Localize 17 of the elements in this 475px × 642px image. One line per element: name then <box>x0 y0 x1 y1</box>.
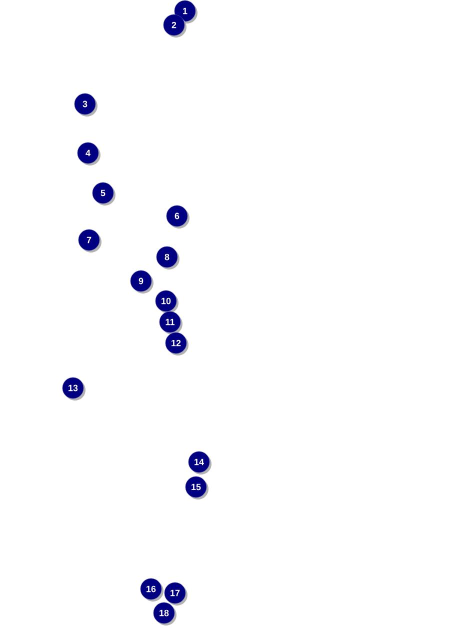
callout-number: 12 <box>165 332 188 356</box>
callout-number: 16 <box>140 578 164 602</box>
callout-number: 3 <box>74 93 98 116</box>
callout-number: 8 <box>156 246 180 270</box>
callout-number: 13 <box>62 377 86 400</box>
callout-number: 14 <box>188 451 212 474</box>
callout-number: 10 <box>155 290 178 314</box>
callout-number: 9 <box>130 270 154 294</box>
callout-number: 15 <box>185 476 208 500</box>
callout-number: 5 <box>92 182 116 206</box>
callout-number: 17 <box>164 582 188 606</box>
callout-number: 6 <box>166 205 190 228</box>
callout-number: 7 <box>78 229 102 252</box>
callout-number: 2 <box>163 14 186 38</box>
callout-number: 18 <box>153 602 176 626</box>
callout-number: 11 <box>159 311 182 334</box>
callout-number: 4 <box>77 142 100 166</box>
